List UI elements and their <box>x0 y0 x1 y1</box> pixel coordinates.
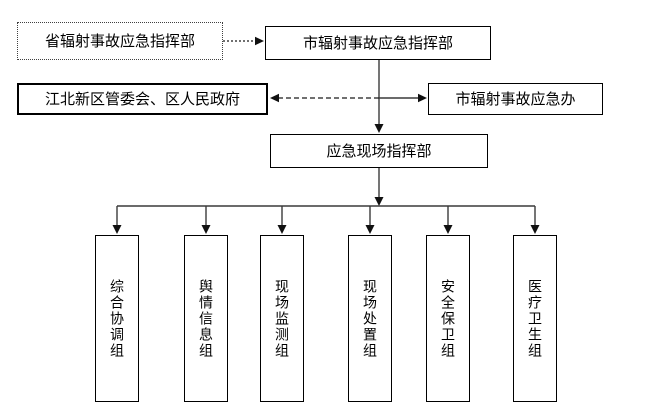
node-municipal-command-label: 市辐射事故应急指挥部 <box>302 34 453 52</box>
arrow-right-icon <box>418 93 427 103</box>
group-label: 综合协调组 <box>109 278 125 359</box>
node-group-comprehensive-coordination: 综合协调组 <box>95 235 139 402</box>
arrow-rail-to-group-6 <box>530 206 540 234</box>
group-label: 现场处置组 <box>362 278 378 359</box>
node-provincial-command: 省辐射事故应急指挥部 <box>17 22 223 60</box>
arrow-site-to-rail <box>374 168 384 206</box>
arrow-axis-to-office <box>379 93 427 103</box>
node-municipal-emergency-office: 市辐射事故应急办 <box>428 83 603 115</box>
arrow-down-icon <box>374 124 384 133</box>
node-group-site-disposal: 现场处置组 <box>348 235 392 402</box>
arrow-municipal-to-site <box>374 60 384 133</box>
arrow-right-icon <box>255 36 264 46</box>
arrow-down-icon <box>374 197 384 206</box>
node-group-public-opinion-information: 舆情信息组 <box>184 235 228 402</box>
arrow-down-icon <box>365 225 375 234</box>
arrow-rail-to-group-5 <box>443 206 453 234</box>
node-district-government: 江北新区管委会、区人民政府 <box>17 83 268 115</box>
group-label: 安全保卫组 <box>440 278 456 359</box>
node-group-security: 安全保卫组 <box>426 235 470 402</box>
group-label: 医疗卫生组 <box>527 278 543 359</box>
arrow-left-icon <box>270 93 279 103</box>
arrow-down-icon <box>277 225 287 234</box>
node-group-site-monitoring: 现场监测组 <box>260 235 304 402</box>
arrow-down-icon <box>443 225 453 234</box>
group-label: 舆情信息组 <box>198 278 214 359</box>
arrow-rail-to-group-3 <box>277 206 287 234</box>
node-municipal-command: 市辐射事故应急指挥部 <box>265 26 491 60</box>
arrow-provincial-to-municipal <box>223 36 264 46</box>
node-municipal-emergency-office-label: 市辐射事故应急办 <box>455 90 576 108</box>
node-site-command-label: 应急现场指挥部 <box>326 142 432 160</box>
arrow-axis-to-district <box>270 93 379 103</box>
node-provincial-command-label: 省辐射事故应急指挥部 <box>44 32 195 50</box>
node-group-medical-health: 医疗卫生组 <box>513 235 557 402</box>
arrow-down-icon <box>201 225 211 234</box>
node-district-government-label: 江北新区管委会、区人民政府 <box>44 90 240 108</box>
node-site-command: 应急现场指挥部 <box>270 134 488 168</box>
arrow-rail-to-group-2 <box>201 206 211 234</box>
arrow-down-icon <box>112 225 122 234</box>
arrow-rail-to-group-1 <box>112 206 122 234</box>
arrow-down-icon <box>530 225 540 234</box>
arrow-rail-to-group-4 <box>365 206 375 234</box>
group-label: 现场监测组 <box>274 278 290 359</box>
